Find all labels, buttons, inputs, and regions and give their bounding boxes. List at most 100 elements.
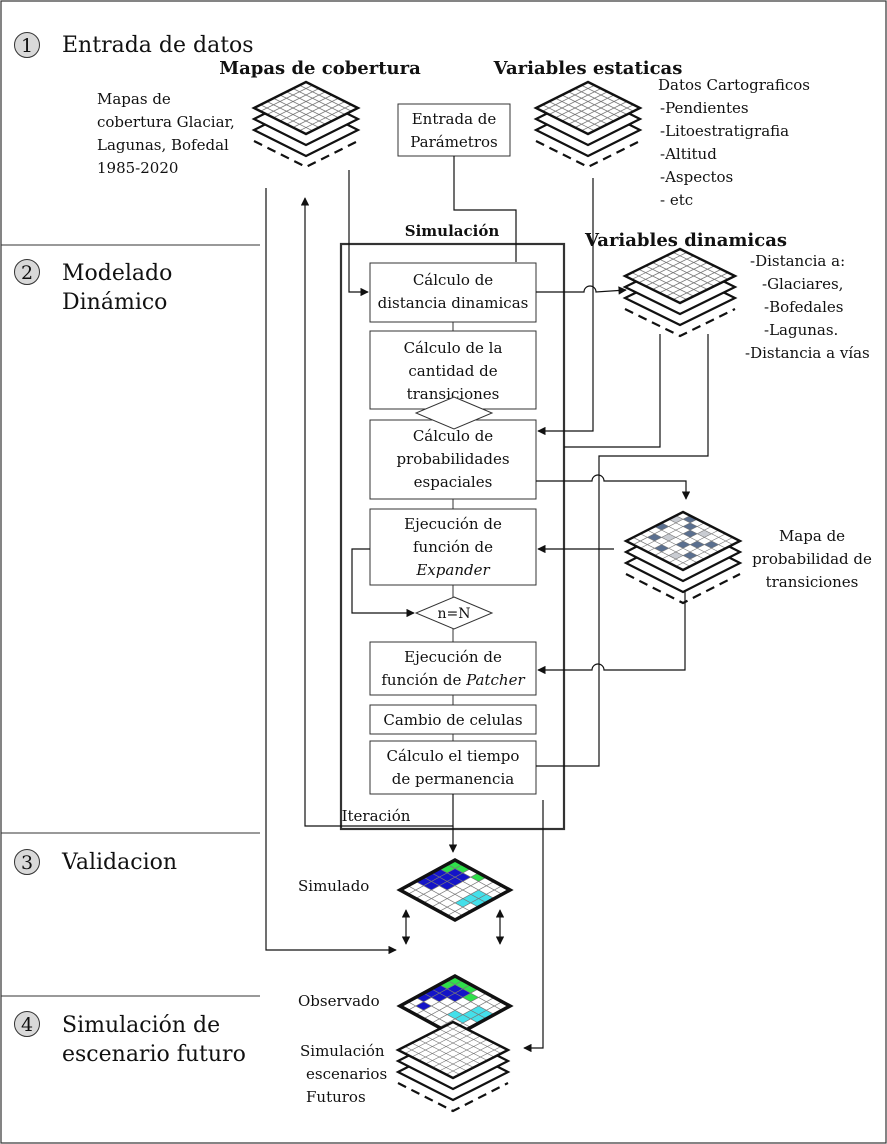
dinamicas-desc-line: -Distancia a vías — [745, 344, 870, 362]
layer-edge — [624, 308, 736, 338]
step-cambio: Cambio de celulas — [369, 704, 537, 735]
cobertura-desc-line: Lagunas, Bofedal — [97, 136, 229, 154]
iteration-label: Iteración — [342, 807, 411, 825]
decision-label: n=N — [438, 606, 471, 622]
dinamicas-desc-line: -Distancia a: — [750, 252, 845, 270]
parametros-line: Parámetros — [410, 133, 498, 151]
dinamicas-desc-line: -Lagunas. — [764, 321, 838, 339]
map-cell — [423, 881, 440, 890]
simulated-map — [396, 858, 514, 922]
map-cell — [447, 976, 463, 985]
connector — [351, 548, 415, 618]
estaticas-desc-line: -Altitud — [660, 145, 717, 163]
future-desc-line: Futuros — [306, 1088, 366, 1106]
cobertura-map-stack — [251, 80, 361, 169]
section-number: 2 — [21, 262, 33, 284]
step-line: Cálculo el tiempo — [387, 747, 520, 765]
cobertura-desc-line: 1985-2020 — [97, 159, 178, 177]
section-1-header: 1 Entrada de datos — [14, 32, 254, 58]
estaticas-desc-line: -Aspectos — [660, 168, 733, 186]
section-number-badge — [14, 259, 40, 285]
step-line: espaciales — [414, 473, 493, 491]
connectors — [265, 156, 709, 1053]
connector — [536, 285, 627, 295]
connector — [453, 156, 517, 262]
connector — [348, 170, 369, 297]
step-permanencia: Cálculo el tiempo de permanencia — [369, 740, 537, 795]
step-expander: Ejecución de función de Expander — [369, 508, 537, 586]
section-title: escenario futuro — [62, 1042, 246, 1067]
step-probabilidades: Cálculo de probabilidades espaciales — [369, 419, 537, 500]
layer-edge — [397, 1082, 509, 1113]
map-cell — [447, 860, 463, 869]
step-line: Cálculo de — [413, 427, 493, 445]
dinamicas-desc-line: -Glaciares, — [762, 275, 843, 293]
layer-edge — [625, 573, 741, 605]
prob-map-desc-line: probabilidad de — [752, 550, 872, 568]
observed-label: Observado — [298, 992, 380, 1010]
map-top-layer — [251, 80, 361, 136]
section-title: Dinámico — [62, 290, 167, 315]
parametros-box: Entrada de Parámetros — [397, 103, 511, 157]
dinamicas-title: Variables dinamicas — [584, 230, 787, 251]
section-4-header: 4 Simulación de escenario futuro — [14, 1011, 246, 1067]
prob-map-desc-line: Mapa de — [779, 527, 845, 545]
estaticas-desc-line: Datos Cartograficos — [658, 76, 810, 94]
prob-map-description: Mapa de probabilidad de transiciones — [752, 527, 872, 591]
connector — [300, 197, 454, 827]
map-cell — [470, 890, 487, 899]
section-title: Modelado — [62, 261, 172, 286]
prob-map-desc-line: transiciones — [766, 573, 859, 591]
estaticas-map-stack — [533, 80, 643, 169]
section-2-header: 2 Modelado Dinámico — [14, 259, 172, 315]
estaticas-desc-line: -Litoestratigrafia — [660, 122, 789, 140]
future-desc-line: escenarios — [306, 1065, 387, 1083]
estaticas-desc-line: -Pendientes — [660, 99, 749, 117]
map-cell — [470, 1006, 487, 1015]
observed-map — [396, 974, 514, 1038]
layer-edge — [253, 140, 359, 169]
step-line: transiciones — [407, 385, 500, 403]
connector — [564, 334, 661, 448]
future-desc-line: Simulación — [300, 1042, 385, 1060]
step-line: de permanencia — [392, 770, 514, 788]
simulated-label: Simulado — [298, 877, 369, 895]
decision-diamond: n=N — [414, 596, 494, 630]
layer-edge — [535, 140, 641, 169]
map-top-layer — [396, 858, 514, 922]
estaticas-title: Variables estaticas — [493, 58, 683, 79]
step-cantidad: Cálculo de la cantidad de transiciones — [369, 330, 537, 410]
dinamicas-desc-line: -Bofedales — [764, 298, 843, 316]
step-line: probabilidades — [396, 450, 509, 468]
parametros-line: Entrada de — [412, 110, 497, 128]
connector — [536, 474, 691, 500]
map-top-layer — [395, 1020, 511, 1080]
map-cell — [439, 881, 455, 890]
section-number: 3 — [21, 852, 33, 874]
step-distancia: Cálculo de distancia dinamicas — [369, 262, 537, 323]
step-line: Cálculo de la — [404, 339, 503, 357]
section-title: Validacion — [61, 850, 177, 875]
step-line: distancia dinamicas — [378, 294, 529, 312]
step-mixed-italic: Patcher — [465, 671, 525, 689]
simulation-title: Simulación — [405, 222, 500, 240]
cobertura-desc-line: cobertura Glaciar, — [97, 113, 235, 131]
step-line: Ejecución de — [404, 515, 502, 533]
layer-stacks — [251, 80, 743, 1113]
prob-map-stack — [623, 510, 743, 605]
map-top-layer — [623, 510, 743, 572]
connector — [265, 188, 397, 955]
step-patcher: Ejecución de función de Patcher — [369, 641, 537, 696]
cobertura-desc-line: Mapas de — [97, 90, 171, 108]
future-description: Simulación escenarios Futuros — [300, 1042, 387, 1106]
section-number-badge — [14, 1011, 40, 1037]
section-3-header: 3 Validacion — [14, 849, 177, 875]
connector — [523, 800, 544, 1053]
cobertura-title: Mapas de cobertura — [219, 58, 421, 79]
estaticas-desc-line: - etc — [660, 191, 693, 209]
map-top-layer — [622, 247, 738, 305]
cobertura-description: Mapas de cobertura Glaciar, Lagunas, Bof… — [97, 90, 235, 177]
step-line: Cálculo de — [413, 271, 493, 289]
